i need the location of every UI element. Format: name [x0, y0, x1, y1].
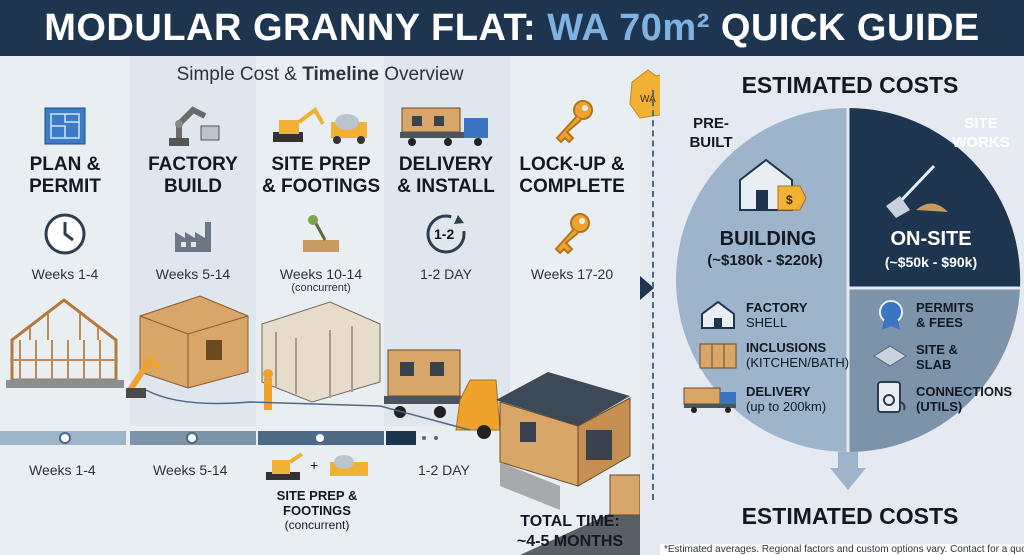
stage-site-prep: SITE PREP& FOOTINGS Weeks 10-14 (concurr…: [262, 92, 380, 294]
meter-icon: [877, 381, 906, 413]
stage-weeks: Weeks 1-4: [31, 266, 99, 282]
site-item-slab: SITE &SLAB: [916, 342, 958, 372]
stage-weeks: 1-2 DAY: [420, 266, 472, 282]
frame-module-illustration: [261, 301, 381, 410]
page-title: MODULAR GRANNY FLAT: WA 70m² QUICK GUIDE: [44, 6, 980, 49]
small-truck-icon: [683, 387, 736, 413]
stage-lockup-complete: LOCK-UP &COMPLETE Weeks 17-20: [513, 92, 631, 282]
excavator-mixer-icon: +: [266, 452, 368, 480]
site-item-connections: CONNECTIONS(UTILS): [916, 384, 1013, 414]
factory-icon: [175, 222, 211, 252]
key-icon: [555, 100, 593, 144]
stage-title: LOCK-UP &COMPLETE: [519, 154, 625, 197]
key-icon: [554, 213, 590, 255]
badge-ribbon-icon: [879, 300, 903, 330]
build-illustrations: [6, 295, 640, 555]
prebuilt-item-delivery: DELIVERY(up to 200km): [746, 384, 827, 414]
footnote: *Estimated averages. Regional factors an…: [660, 544, 1024, 555]
svg-text:WA: WA: [640, 94, 656, 105]
building-range: (~$180k - $220k): [707, 252, 823, 269]
timeline-weeks-4: 1-2 DAY: [418, 462, 470, 478]
stage-plan-permit: PLAN &PERMIT Weeks 1-4: [6, 92, 124, 282]
timeline-weeks-2: Weeks 5-14: [153, 462, 228, 478]
title-banner: MODULAR GRANNY FLAT: WA 70m² QUICK GUIDE: [0, 0, 1024, 56]
site-item-permits: PERMITS& FEES: [916, 300, 974, 330]
excavator-icon: [273, 107, 367, 144]
completed-house-illustration: [496, 372, 631, 510]
cost-title-bottom: ESTIMATED COSTS: [741, 503, 959, 529]
timeline-bar-4: [386, 431, 416, 445]
building-label: BUILDING: [719, 228, 817, 250]
prebuilt-item-inclusions: INCLUSIONS(KITCHEN/BATH): [746, 340, 850, 370]
house-tag-icon: $: [739, 158, 807, 211]
module-box-illustration: [126, 295, 249, 398]
svg-text:$: $: [786, 193, 793, 207]
timeline-weeks-1: Weeks 1-4: [29, 462, 96, 478]
timeline-site-prep: SITE PREP & FOOTINGS (concurrent): [276, 488, 358, 532]
blueprint-icon: [44, 107, 86, 145]
road-illustration: [520, 474, 640, 555]
stage-title: DELIVERY& INSTALL: [397, 154, 495, 197]
timeline-dot: [186, 432, 198, 444]
clock-icon: [44, 213, 86, 255]
overview-heading: Simple Cost & Timeline Overview: [176, 64, 464, 85]
timeline-dot: [314, 432, 326, 444]
stage-delivery-install: DELIVERY& INSTALL 1-2 1-2 DAY: [387, 92, 505, 282]
down-arrow: [830, 452, 866, 490]
stage-title: SITE PREP& FOOTINGS: [262, 154, 381, 197]
robot-arm-icon: [169, 106, 220, 146]
delivery-truck-icon: [400, 107, 488, 146]
stage-note: (concurrent): [291, 282, 351, 294]
house-frame-illustration: [6, 298, 124, 388]
refresh-badge-icon: 1-2: [426, 214, 466, 254]
svg-text:+: +: [310, 457, 318, 473]
onsite-label: ON-SITE: [890, 228, 972, 250]
shovel-soil-icon: [303, 215, 339, 252]
onsite-range: (~$50k - $90k): [884, 254, 978, 270]
cabinet-icon: [699, 343, 737, 369]
prebuilt-label: PRE-BUILT: [689, 115, 733, 151]
total-time: TOTAL TIME: ~4-5 MONTHS: [516, 513, 624, 550]
pie-siteworks: [848, 107, 1021, 288]
truck-module-illustration: [384, 349, 501, 439]
stage-weeks: Weeks 10-14: [279, 266, 363, 282]
shovel-icon: [886, 164, 948, 218]
slab-icon: [873, 345, 907, 367]
cost-title: ESTIMATED COSTS: [741, 72, 959, 98]
section-divider: [652, 90, 654, 500]
small-house-icon: [701, 300, 735, 329]
section-arrow: [640, 276, 654, 300]
timeline-dots: [422, 436, 438, 440]
stage-weeks: Weeks 17-20: [530, 266, 614, 282]
timeline-dot: [59, 432, 71, 444]
stage-weeks: Weeks 5-14: [155, 266, 231, 282]
svg-text:1-2: 1-2: [434, 226, 454, 242]
stage-title: PLAN &PERMIT: [29, 154, 101, 197]
